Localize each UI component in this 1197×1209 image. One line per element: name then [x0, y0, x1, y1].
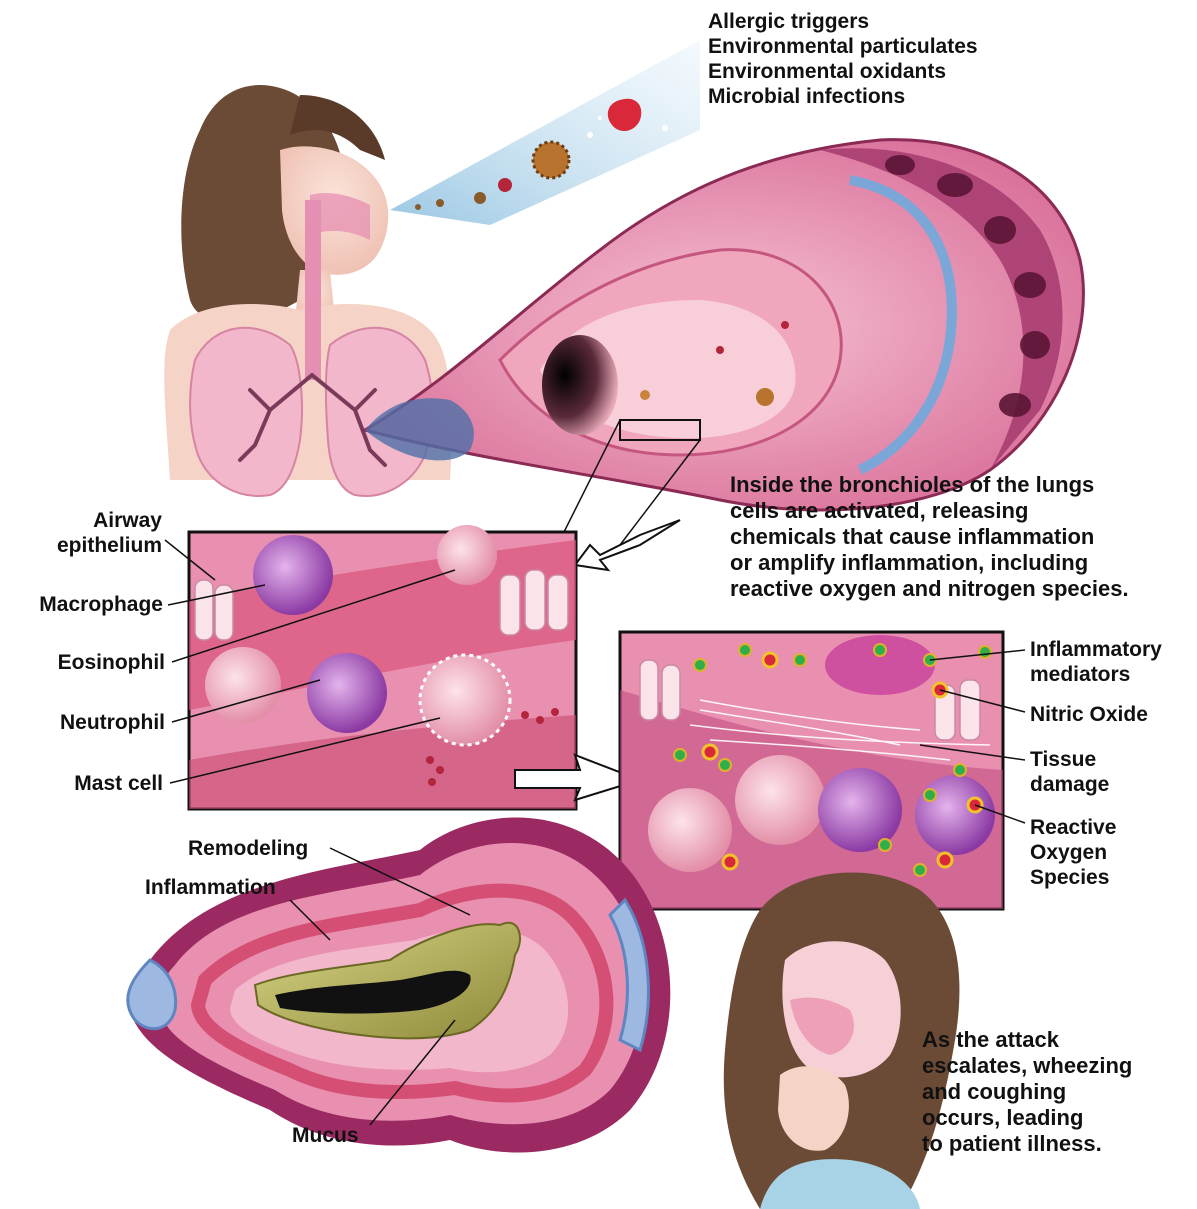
attack-caption-line: to patient illness. — [922, 1131, 1132, 1157]
label-reactive-oxygen-line: Reactive — [1030, 815, 1116, 840]
label-inflammatory-mediators-line: mediators — [1030, 662, 1162, 687]
attack-caption-line: occurs, leading — [922, 1105, 1132, 1131]
bronchioles-caption: Inside the bronchioles of the lungs cell… — [730, 472, 1129, 602]
label-tissue-damage-line: damage — [1030, 772, 1109, 797]
trigger-microbial: Microbial infections — [708, 84, 978, 109]
trigger-particulates: Environmental particulates — [708, 34, 978, 59]
triggers-list: Allergic triggers Environmental particul… — [708, 9, 978, 109]
particle-stream — [390, 40, 700, 225]
bronchioles-caption-line: chemicals that cause inflammation — [730, 524, 1129, 550]
attack-caption-line: As the attack — [922, 1027, 1132, 1053]
label-reactive-oxygen-line: Oxygen — [1030, 840, 1116, 865]
label-airway-epithelium-line: epithelium — [20, 533, 162, 558]
label-nitric-oxide: Nitric Oxide — [1030, 702, 1148, 727]
label-reactive-oxygen-species: Reactive Oxygen Species — [1030, 815, 1116, 890]
label-eosinophil: Eosinophil — [8, 650, 165, 675]
label-mucus: Mucus — [292, 1123, 359, 1148]
label-tissue-damage-line: Tissue — [1030, 747, 1109, 772]
label-remodeling: Remodeling — [188, 836, 308, 861]
trigger-oxidants: Environmental oxidants — [708, 59, 978, 84]
cell-panel — [189, 525, 576, 809]
label-inflammatory-mediators-line: Inflammatory — [1030, 637, 1162, 662]
attack-caption: As the attack escalates, wheezing and co… — [922, 1027, 1132, 1157]
bronchioles-caption-line: cells are activated, releasing — [730, 498, 1129, 524]
trigger-allergic: Allergic triggers — [708, 9, 978, 34]
zoom-arrow — [575, 520, 680, 570]
bronchioles-caption-line: reactive oxygen and nitrogen species. — [730, 576, 1129, 602]
attack-caption-line: and coughing — [922, 1079, 1132, 1105]
label-tissue-damage: Tissue damage — [1030, 747, 1109, 797]
attack-caption-line: escalates, wheezing — [922, 1053, 1132, 1079]
label-inflammatory-mediators: Inflammatory mediators — [1030, 637, 1162, 687]
label-neutrophil: Neutrophil — [8, 710, 165, 735]
label-inflammation: Inflammation — [145, 875, 276, 900]
label-reactive-oxygen-line: Species — [1030, 865, 1116, 890]
bronchioles-caption-line: or amplify inflammation, including — [730, 550, 1129, 576]
label-macrophage: Macrophage — [8, 592, 163, 617]
bronchioles-caption-line: Inside the bronchioles of the lungs — [730, 472, 1129, 498]
label-mast-cell: Mast cell — [8, 771, 163, 796]
label-airway-epithelium-line: Airway — [20, 508, 162, 533]
label-airway-epithelium: Airway epithelium — [20, 508, 162, 558]
airway-section — [128, 818, 671, 1153]
mediator-panel — [620, 632, 1003, 909]
